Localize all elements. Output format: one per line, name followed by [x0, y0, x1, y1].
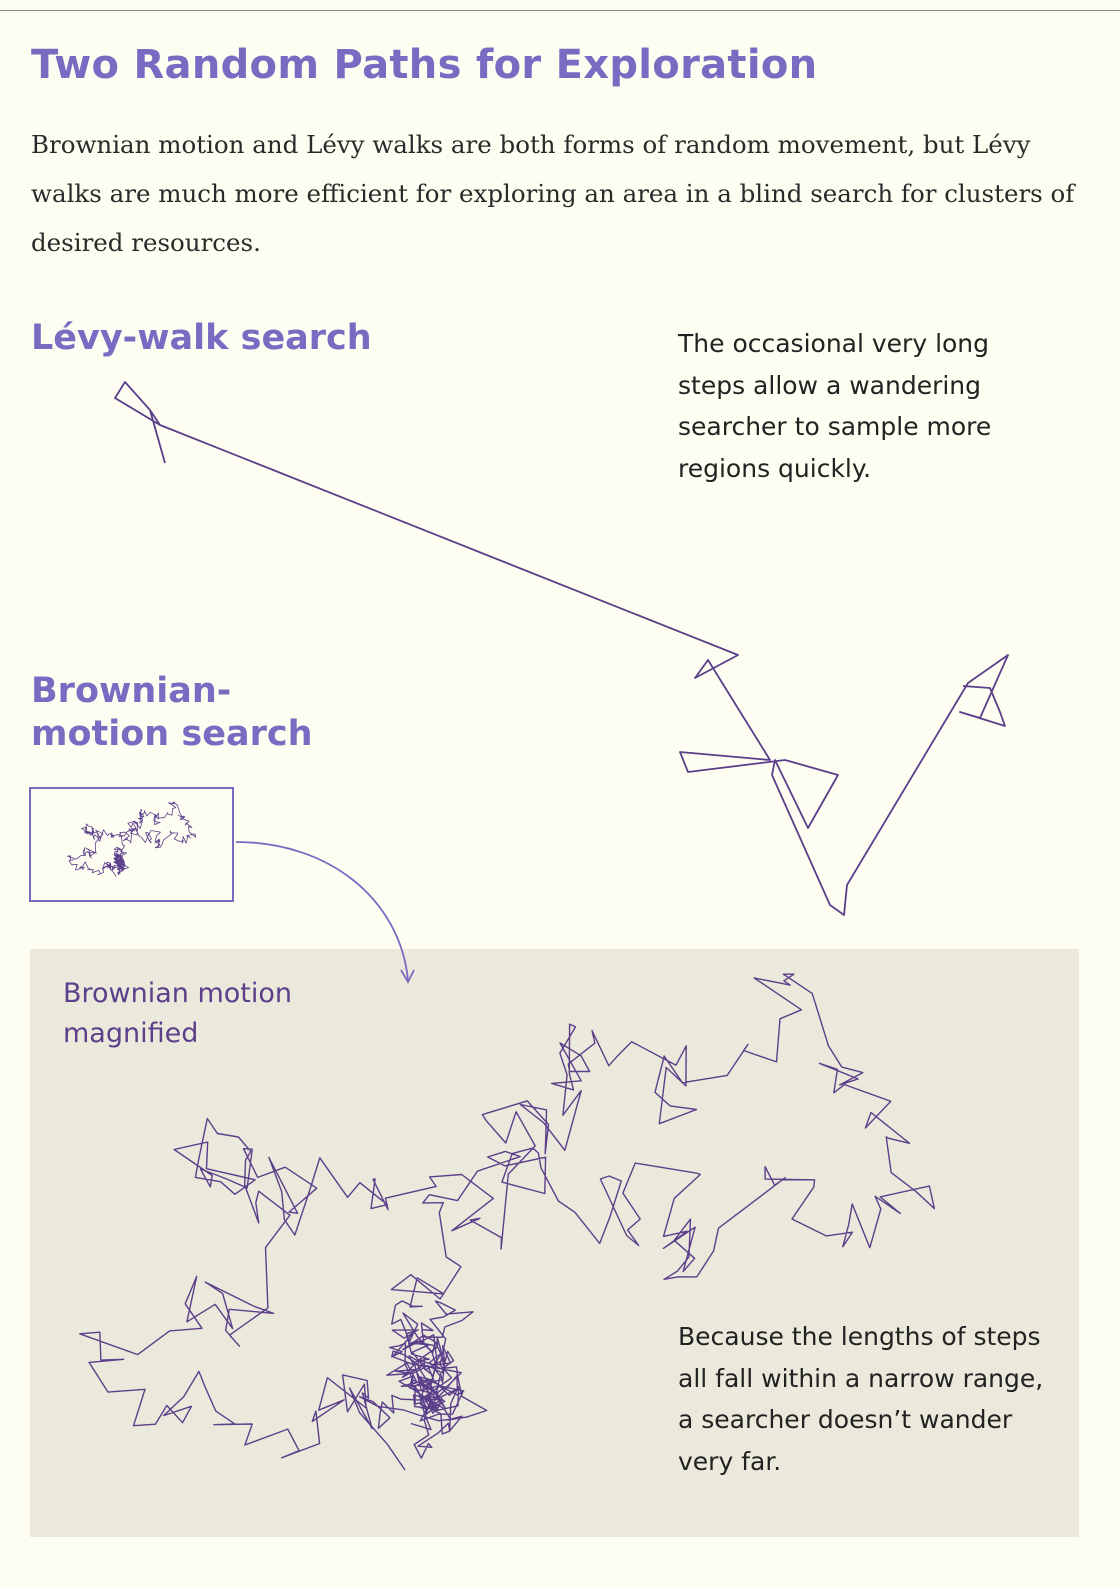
brownian-inset-box	[29, 787, 234, 902]
top-rule	[0, 10, 1120, 11]
inset-connector-arrow	[235, 841, 409, 981]
intro-paragraph: Brownian motion and Lévy walks are both …	[31, 130, 1075, 257]
magnified-panel	[30, 949, 1079, 1537]
brownian-inset-path	[67, 801, 197, 877]
page-title: Two Random Paths for Exploration	[31, 42, 818, 88]
brownian-magnified-path	[79, 973, 936, 1471]
brownian-motion-label: Brownian-motion search	[31, 671, 313, 754]
levy-walk-path	[114, 381, 1009, 916]
levy-walk-note: The occasional very long steps allow a w…	[678, 329, 992, 483]
arrow-head	[400, 969, 415, 984]
brownian-magnified-trace	[79, 973, 936, 1471]
levy-walk-label: Lévy-walk search	[31, 318, 372, 358]
brownian-motion-note: Because the lengths of steps all fall wi…	[678, 1322, 1044, 1476]
magnified-label: Brownian motion magnified	[63, 978, 293, 1049]
brownian-inset-trace	[67, 801, 197, 877]
